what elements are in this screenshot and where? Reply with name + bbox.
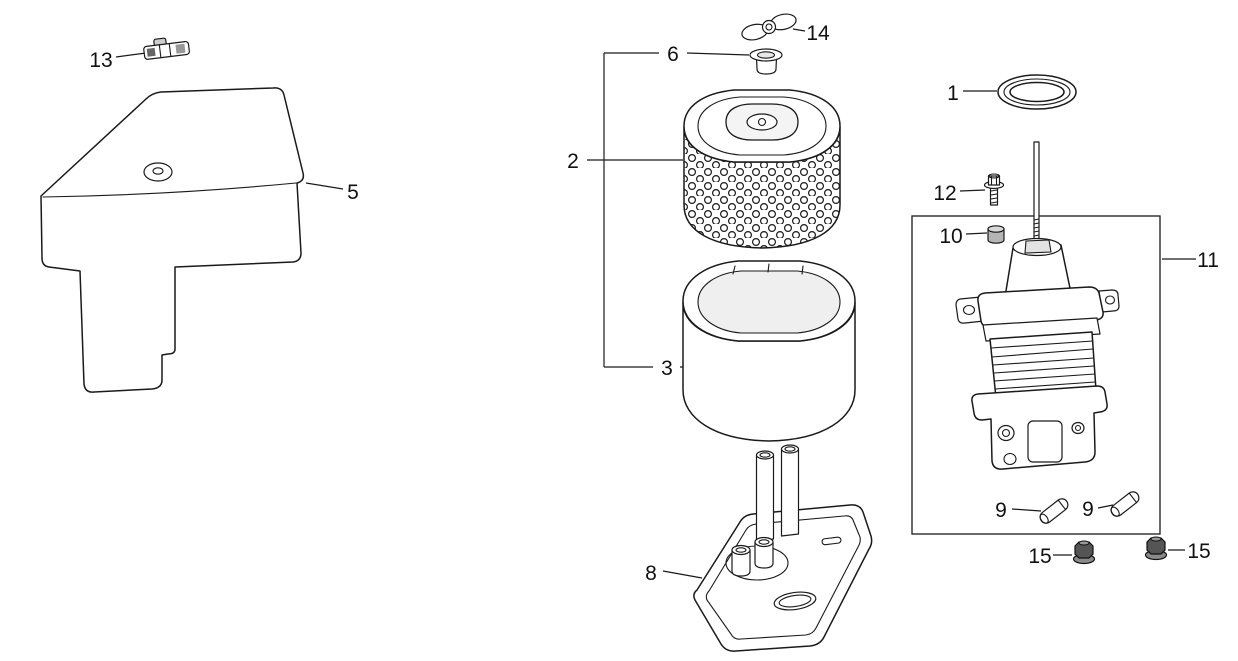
leader-line-8 bbox=[662, 570, 703, 579]
collar-part-6 bbox=[749, 48, 783, 75]
spacer-nut-part-10 bbox=[987, 225, 1005, 244]
callout-11: 11 bbox=[1197, 249, 1219, 272]
filter-center-hole bbox=[746, 113, 778, 131]
callout-1: 1 bbox=[947, 82, 959, 105]
wing-bolt-part-14 bbox=[741, 13, 797, 41]
clip-part-13 bbox=[143, 37, 190, 60]
callout-10: 10 bbox=[939, 225, 962, 248]
foam-opening bbox=[697, 270, 841, 334]
flange-nut-part-15-right bbox=[1144, 536, 1168, 561]
base-slot bbox=[821, 536, 842, 546]
choke-rod bbox=[1033, 141, 1040, 255]
callout-12: 12 bbox=[933, 182, 956, 205]
flange-nut-part-15-left bbox=[1072, 540, 1096, 565]
intake-port bbox=[1027, 420, 1063, 463]
callout-9-left: 9 bbox=[995, 499, 1007, 522]
callout-13: 13 bbox=[89, 49, 112, 72]
callout-14: 14 bbox=[806, 22, 830, 45]
callout-9-right: 9 bbox=[1082, 498, 1094, 521]
paper-filter-element-part-2 bbox=[683, 89, 841, 249]
left-ear bbox=[955, 296, 985, 324]
breather-tube-part-9-left bbox=[1039, 498, 1069, 524]
base-oval-opening bbox=[773, 591, 817, 611]
leader-line-6 bbox=[604, 52, 750, 56]
callout-5: 5 bbox=[347, 181, 359, 204]
leader-line-5 bbox=[305, 182, 344, 190]
leader-line-13 bbox=[115, 52, 147, 58]
leader-line-14 bbox=[792, 28, 806, 32]
callout-2: 2 bbox=[567, 150, 579, 173]
base-plate bbox=[693, 504, 873, 652]
callout-15-left: 15 bbox=[1028, 545, 1051, 568]
cover-vent-button bbox=[143, 162, 173, 182]
leader-line-10 bbox=[965, 232, 988, 235]
callout-6: 6 bbox=[667, 43, 679, 66]
o-ring-part-1 bbox=[997, 74, 1077, 110]
right-ear bbox=[1098, 289, 1120, 313]
air-cleaner-cover-part-5 bbox=[40, 87, 305, 393]
breather-tube-part-9-right bbox=[1110, 491, 1140, 517]
leader-line-12 bbox=[959, 189, 986, 192]
air-cleaner-base-part-8 bbox=[693, 444, 873, 652]
leader-line-9-left bbox=[1011, 508, 1042, 512]
cover-top-edge-line bbox=[42, 182, 297, 198]
callout-3: 3 bbox=[661, 357, 673, 380]
foam-filter-element-part-3 bbox=[682, 260, 856, 442]
callout-15-right: 15 bbox=[1187, 540, 1210, 563]
flange-bolt-part-12 bbox=[983, 173, 1005, 206]
leader-line-9-right bbox=[1097, 504, 1114, 509]
carburetor-joint-part-11 bbox=[955, 141, 1120, 470]
leader-lines bbox=[115, 28, 1196, 579]
callout-8: 8 bbox=[645, 562, 657, 585]
